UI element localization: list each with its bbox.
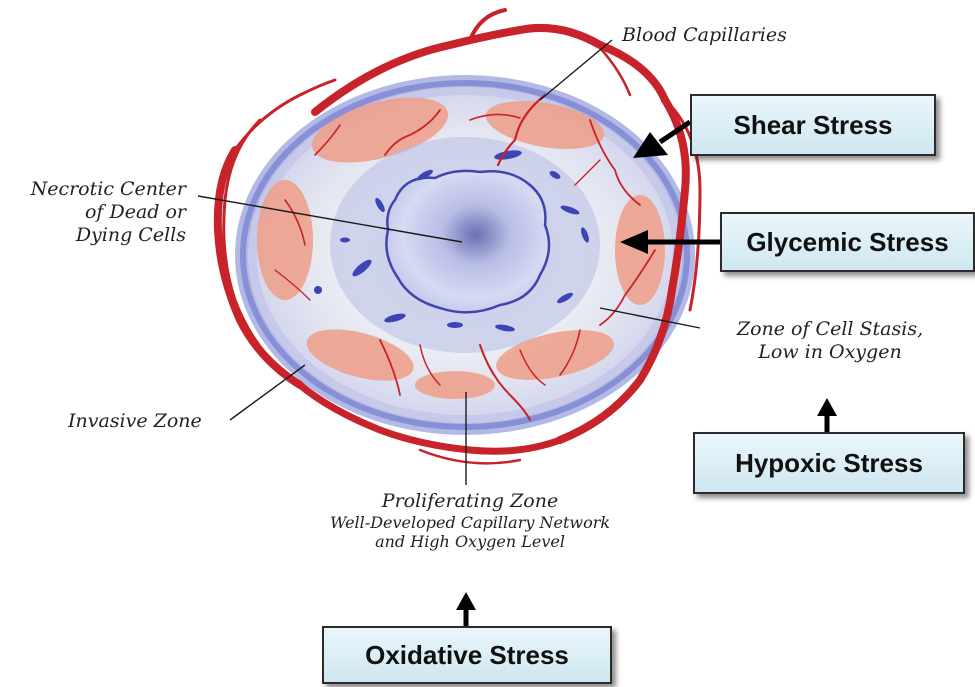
oxidative-arrow-head	[456, 592, 476, 610]
zone-cell-stasis-label: Zone of Cell Stasis, Low in Oxygen	[700, 318, 960, 364]
proliferating-zone-label: Proliferating Zone Well-Developed Capill…	[300, 490, 640, 551]
glycemic-stress-box: Glycemic Stress	[720, 212, 975, 272]
proliferating-zone-title: Proliferating Zone	[300, 490, 640, 513]
shear-stress-box: Shear Stress	[690, 94, 936, 156]
blood-capillaries-label: Blood Capillaries	[622, 24, 787, 47]
cell-stasis-line-1: Zone of Cell Stasis,	[700, 318, 960, 341]
necrotic-center-line-2: of Dead or	[0, 201, 186, 224]
necrotic-center-line-1: Necrotic Center	[0, 178, 186, 201]
hypoxic-stress-box: Hypoxic Stress	[693, 432, 965, 494]
leader-invasive-zone	[230, 365, 305, 420]
leader-blood-capillaries	[540, 40, 612, 100]
necrotic-center-line-3: Dying Cells	[0, 224, 186, 247]
necrotic-core	[386, 171, 549, 312]
proliferating-zone-subtitle-1: Well-Developed Capillary Network	[300, 513, 640, 532]
oxidative-stress-box: Oxidative Stress	[322, 626, 612, 684]
proliferating-zone-subtitle-2: and High Oxygen Level	[300, 532, 640, 551]
hypoxic-arrow-head	[817, 398, 837, 416]
invasive-zone-label: Invasive Zone	[68, 410, 202, 433]
necrotic-center-label: Necrotic Center of Dead or Dying Cells	[0, 178, 186, 246]
cell-stasis-line-2: Low in Oxygen	[700, 341, 960, 364]
